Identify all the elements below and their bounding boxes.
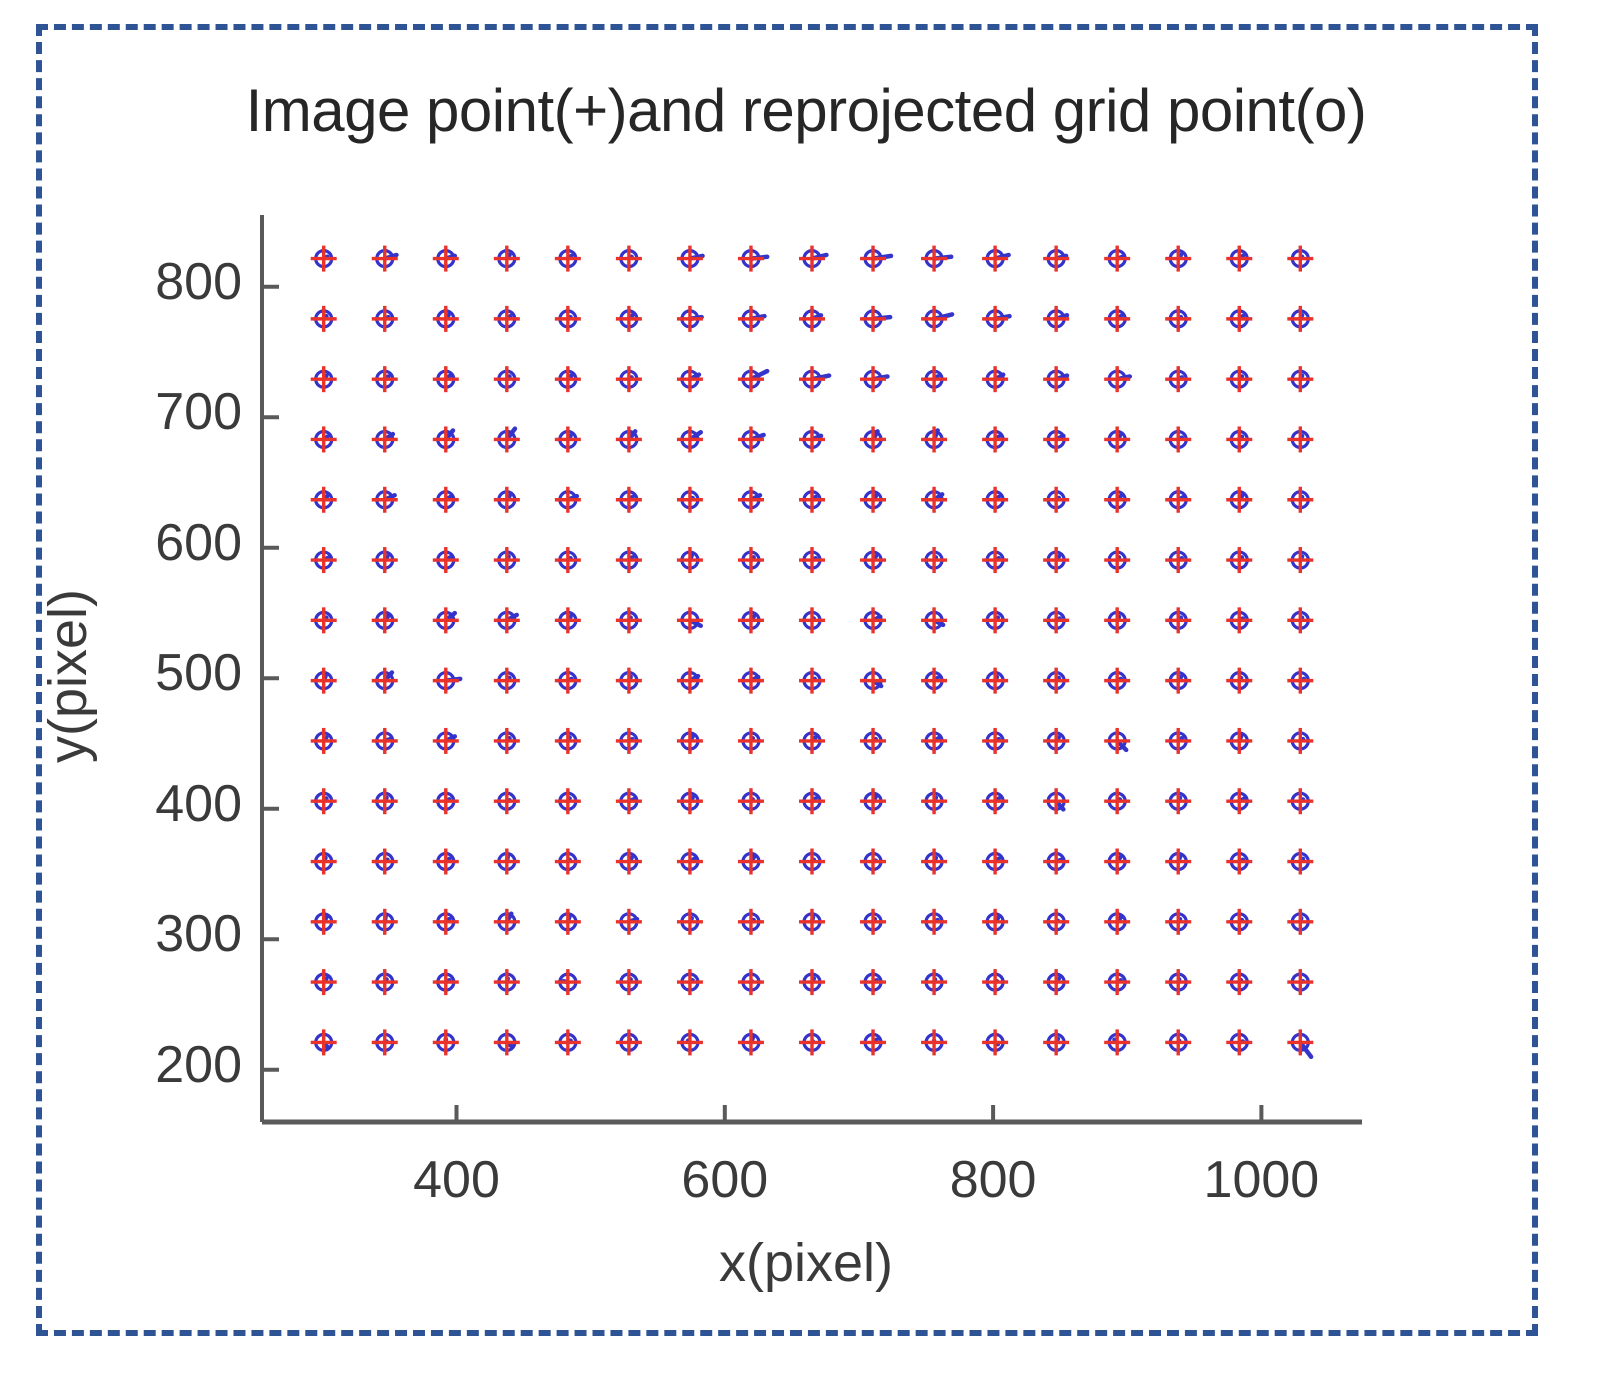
y-tick-label: 500 — [155, 644, 242, 703]
page-title: Image point(+)and reprojected grid point… — [245, 77, 1367, 144]
image-point-layer — [310, 245, 1314, 1056]
y-tick-label: 300 — [155, 905, 242, 964]
x-tick-label: 400 — [413, 1151, 500, 1209]
y-tick-label: 600 — [155, 513, 242, 572]
y-tick-label: 800 — [155, 252, 242, 311]
x-tick-label: 600 — [681, 1151, 769, 1209]
x-tick-label: 1000 — [1203, 1151, 1320, 1209]
y-tick-label: 200 — [155, 1035, 242, 1094]
y-tick-label: 400 — [155, 774, 242, 833]
tick-marks — [262, 284, 1264, 1122]
y-tick-label: 700 — [155, 383, 242, 442]
axis-lines — [260, 215, 1362, 1125]
y-axis-label: y(pixel) — [38, 588, 98, 764]
x-tick-label: 800 — [949, 1151, 1037, 1209]
x-axis-label: x(pixel) — [718, 1233, 894, 1293]
